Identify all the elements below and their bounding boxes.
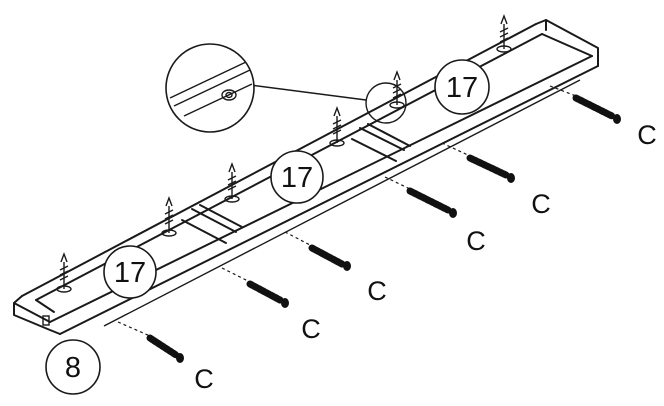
fitting-screw-1: [56, 252, 72, 293]
bolt-c-5: [441, 142, 515, 183]
part-callout-17-middle: 17: [270, 150, 324, 204]
end-slot: [42, 315, 50, 326]
cross-member-right: [351, 123, 411, 162]
cross-member-left: [181, 204, 243, 244]
part-callout-17-left: 17: [103, 245, 157, 299]
bolt-label-c: C: [301, 314, 321, 344]
detail-target-circle: [365, 82, 407, 124]
part-callout-8: 8: [45, 339, 101, 395]
bolt-label-c: C: [194, 364, 214, 394]
fitting-screw-4: [329, 106, 345, 147]
bolt-c-1: [117, 321, 184, 363]
detail-magnifier: [165, 43, 407, 133]
frame-end-left: [13, 295, 61, 335]
bolt-label-c: C: [531, 189, 551, 219]
part-number-17: 17: [281, 162, 313, 194]
part-number-17: 17: [114, 257, 146, 289]
bolt-c-2: [221, 267, 289, 308]
fitting-screw-2: [161, 196, 177, 237]
bolt-c-3: [284, 231, 351, 271]
bolt-label-c: C: [466, 226, 486, 256]
fitting-screw-3: [224, 162, 240, 203]
part-number-8: 8: [65, 352, 81, 384]
bolt-c-6: [549, 85, 621, 124]
bolt-label-c: C: [637, 120, 657, 150]
bolt-label-c: C: [367, 276, 387, 306]
detail-zoom-circle: [165, 43, 255, 133]
fitting-screw-6: [496, 14, 512, 53]
part-callout-17-right: 17: [434, 59, 490, 115]
part-number-17: 17: [446, 72, 478, 104]
bolt-c-4: [384, 176, 457, 218]
fitting-screw-5: [389, 70, 405, 109]
detail-hole: [221, 89, 237, 101]
detail-leader-line: [249, 84, 367, 101]
frame-end-right: [535, 19, 599, 67]
